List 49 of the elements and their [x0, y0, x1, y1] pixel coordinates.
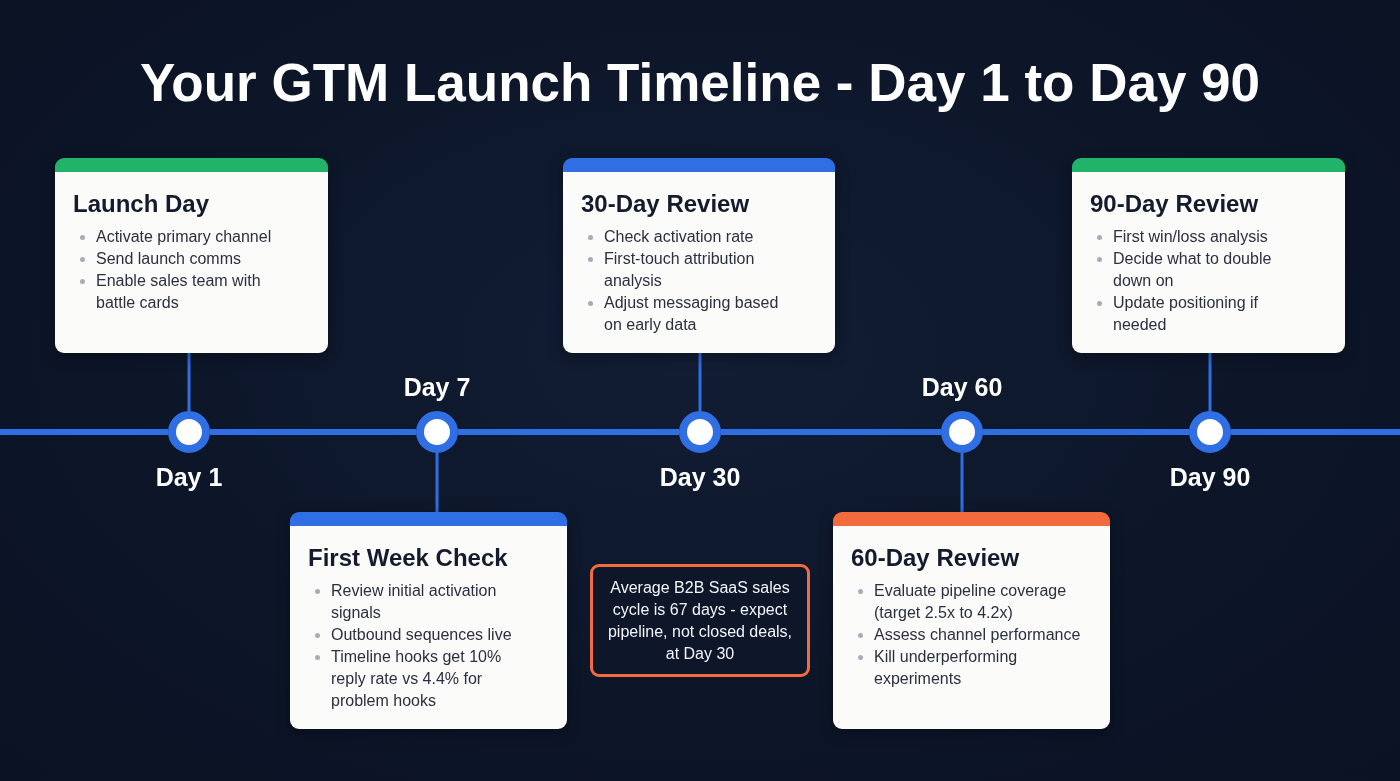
timeline-line [1231, 429, 1400, 435]
bullet-item: Outbound sequences live [308, 624, 519, 646]
bullet-item: Kill underperforming experiments [851, 646, 1090, 690]
day-label: Day 60 [921, 372, 1003, 402]
card-title: 60-Day Review [851, 543, 1020, 573]
timeline-line [458, 429, 679, 435]
card-title: 90-Day Review [1090, 189, 1259, 219]
note-text: Average B2B SaaS sales cycle is 67 days - expect pipeline, not closed deals, at Day 30 [606, 577, 794, 664]
bullet-item: Timeline hooks get 10% reply rate vs 4.4% for problem hooks [308, 646, 519, 712]
page-title: Your GTM Launch Timeline - Day 1 to Day 90 [139, 52, 1261, 114]
connector-line [1208, 353, 1212, 411]
connector-line [435, 453, 439, 512]
day-label: Day 90 [1169, 462, 1251, 492]
card-title: Launch Day [73, 189, 210, 219]
day-label: Day 1 [155, 462, 223, 492]
timeline-line [983, 429, 1189, 435]
card-title: 30-Day Review [581, 189, 750, 219]
timeline-line [721, 429, 941, 435]
bullet-item: Check activation rate [581, 226, 792, 248]
card-title: First Week Check [308, 543, 508, 573]
bullet-item: First-touch attribution analysis [581, 248, 792, 292]
bullet-item: Assess channel performance [851, 624, 1090, 646]
bullet-item: Evaluate pipeline coverage (target 2.5x to 4.2x) [851, 580, 1090, 624]
day-label: Day 30 [659, 462, 741, 492]
timeline-line [210, 429, 416, 435]
milestone-marker [1189, 411, 1231, 453]
bullet-item: Adjust messaging based on early data [581, 292, 792, 336]
bullet-item: Decide what to double down on [1090, 248, 1301, 292]
milestone-marker [416, 411, 458, 453]
milestone-card [290, 512, 567, 729]
milestone-marker [679, 411, 721, 453]
day-label: Day 7 [403, 372, 471, 402]
connector-line [187, 353, 191, 411]
timeline-line [0, 429, 168, 435]
callout-note [590, 564, 810, 677]
milestone-card [55, 158, 328, 353]
milestone-marker [168, 411, 210, 453]
bullet-item: First win/loss analysis [1090, 226, 1301, 248]
connector-line [698, 353, 702, 411]
milestone-card [563, 158, 835, 353]
milestone-card [833, 512, 1110, 729]
milestone-marker [941, 411, 983, 453]
milestone-card [1072, 158, 1345, 353]
bullet-item: Review initial activation signals [308, 580, 519, 624]
bullet-item: Update positioning if needed [1090, 292, 1301, 336]
bullet-item: Activate primary channel [73, 226, 284, 248]
bullet-item: Enable sales team with battle cards [73, 270, 284, 314]
bullet-item: Send launch comms [73, 248, 284, 270]
connector-line [960, 453, 964, 512]
